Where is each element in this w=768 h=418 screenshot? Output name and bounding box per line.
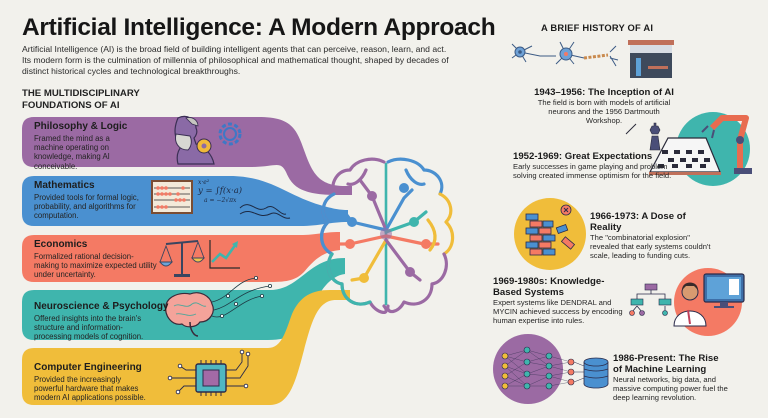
era-title-line-1: 1986-Present: The Rise	[613, 353, 719, 364]
history-heading-text: A Brief History of AI	[541, 22, 654, 33]
chess-robot-arm-icon	[625, 112, 752, 186]
foundation-item-philosophy: Philosophy & Logic Framed the mind as a …	[34, 121, 184, 171]
era-title-line-2: Based Systems	[493, 287, 564, 298]
foundation-title: Mathematics	[34, 180, 95, 191]
scales-chart-icon	[158, 240, 240, 277]
history-era-dose-of-reality: 1966-1973: A Dose of Reality The "combin…	[590, 211, 715, 260]
math-formula: x·e² y = ∫f(x·a) a = −2√πx	[198, 179, 242, 205]
page-title: Artificial Intelligence: A Modern Approa…	[22, 14, 496, 41]
formula-line-1: x·e²	[198, 179, 210, 186]
history-era-knowledge-based-systems: 1969-1980s: Knowledge- Based Systems Exp…	[493, 276, 628, 325]
foundation-item-computer-engineering: Computer Engineering Provided the increa…	[34, 362, 184, 403]
foundations-heading-line-1: The Multidisciplinary	[22, 88, 140, 99]
history-era-great-expectations: 1952-1969: Great Expectations Early succ…	[513, 151, 673, 180]
era-title-line-1: 1969-1980s: Knowledge-	[493, 276, 605, 287]
era-desc: Early successes in game playing and prob…	[513, 162, 672, 180]
neuroscience-brain-icon	[165, 275, 272, 337]
intro-paragraph: Artificial Intelligence (AI) is the broa…	[22, 44, 449, 76]
formula-line-2: y = ∫f(x·a)	[198, 186, 243, 196]
foundation-desc: Formalized rational decision-making to m…	[34, 252, 157, 280]
brain-neuron-nodes	[345, 183, 431, 283]
foundation-title: Neuroscience & Psychology	[34, 301, 169, 312]
era-desc: The "combinatorial explosion" revealed t…	[590, 233, 711, 260]
foundation-desc: Offered insights into the brain's struct…	[34, 314, 144, 342]
foundation-desc: Provided tools for formal logic, probabi…	[34, 193, 139, 221]
foundation-title: Computer Engineering	[34, 362, 142, 373]
computer-engineering-band	[22, 290, 350, 405]
foundation-item-neuroscience: Neuroscience & Psychology Offered insigh…	[34, 301, 184, 342]
history-era-inception: 1943–1956: The Inception of AI The field…	[530, 87, 678, 125]
abacus-formula-icon	[151, 180, 291, 219]
era-desc: Expert systems like DENDRAL and MYCIN ac…	[493, 298, 623, 325]
foundation-item-economics: Economics Formalized rational decision-m…	[34, 239, 184, 280]
microchip-icon	[167, 349, 251, 396]
era-title: 1966-1973: A Dose of Reality	[590, 211, 686, 233]
foundation-desc: Framed the mind as a machine operating o…	[34, 134, 110, 171]
foundations-heading: The Multidisciplinary Foundations of AI	[22, 88, 140, 111]
formula-line-3: a = −2√πx	[204, 197, 237, 204]
foundation-desc: Provided the increasingly powerful hardw…	[34, 375, 146, 403]
neuron-workshop-icon	[511, 40, 674, 78]
foundations-heading-line-2: Foundations of AI	[22, 99, 120, 111]
neural-network-database-icon	[493, 334, 609, 404]
history-heading: A Brief History of AI	[541, 22, 653, 33]
era-title: 1943–1956: The Inception of AI	[534, 87, 674, 98]
history-era-machine-learning: 1986-Present: The Rise of Machine Learni…	[613, 353, 733, 402]
foundation-item-mathematics: Mathematics Provided tools for formal lo…	[34, 180, 184, 221]
crumbling-wall-icon	[514, 198, 586, 270]
era-desc: The field is born with models of artific…	[537, 98, 671, 125]
philosopher-gear-icon	[174, 115, 242, 165]
expert-doctor-icon	[629, 268, 745, 336]
foundation-title: Philosophy & Logic	[34, 121, 128, 132]
foundation-title: Economics	[34, 239, 88, 250]
era-title-line-2: of Machine Learning	[613, 364, 707, 375]
era-title: 1952-1969: Great Expectations	[513, 151, 653, 162]
era-desc: Neural networks, big data, and massive c…	[613, 375, 728, 402]
